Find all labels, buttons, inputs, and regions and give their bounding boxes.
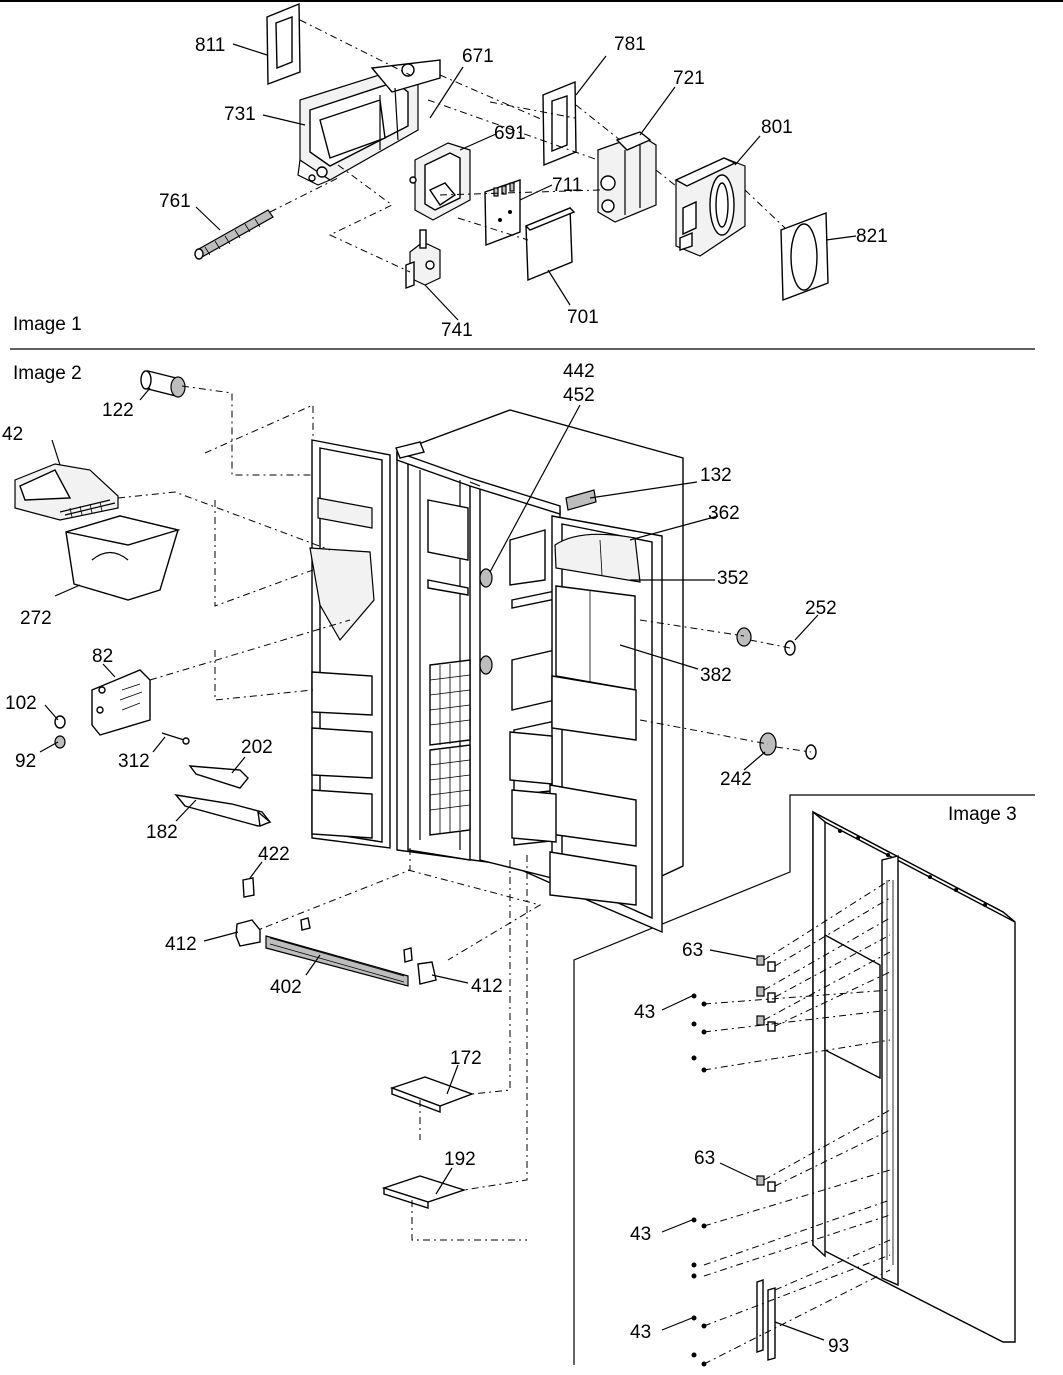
part-272-bucket	[65, 515, 181, 601]
image2-assembly	[14, 370, 817, 1241]
part-43-screws-upper	[691, 993, 707, 1073]
image3-assembly	[691, 810, 1016, 1367]
callout-741: 741	[441, 320, 473, 341]
part-781-gasket	[542, 80, 577, 167]
callout-352: 352	[717, 568, 749, 589]
callout-93: 93	[828, 1336, 849, 1357]
callout-691: 691	[494, 123, 526, 144]
refrigerator-cabinet	[309, 409, 817, 934]
callout-801: 801	[761, 117, 793, 138]
callout-731: 731	[224, 104, 256, 125]
part-102-92-fasteners	[54, 715, 66, 749]
callout-63-upper: 63	[682, 940, 703, 961]
callout-182: 182	[146, 822, 178, 843]
callout-192: 192	[444, 1149, 476, 1170]
callout-172: 172	[450, 1048, 482, 1069]
callout-102: 102	[5, 693, 37, 714]
callout-43-upper: 43	[634, 1002, 655, 1023]
callout-92: 92	[15, 751, 36, 772]
part-93-brackets	[756, 1279, 776, 1361]
image3-leaders	[661, 949, 825, 1341]
callout-811: 811	[195, 35, 225, 56]
part-63-clip-lower	[756, 1175, 776, 1192]
part-821-gasket	[780, 211, 829, 302]
part-192-tray	[381, 1175, 467, 1209]
callout-721: 721	[673, 68, 705, 89]
part-63-clips-upper	[756, 955, 776, 1032]
part-741-actuator	[405, 229, 441, 290]
part-43-screws-lower	[691, 1217, 707, 1367]
callout-122: 122	[102, 400, 134, 421]
image1-callouts: 811 671 781 721 731 691 801 761 711 821 …	[159, 34, 888, 341]
callout-43-lower: 43	[630, 1322, 651, 1343]
part-731-housing	[297, 59, 441, 186]
image2-callouts: 122 442 452 42 132 362 352 252 272 82 38…	[2, 361, 837, 1170]
part-422-cap	[242, 877, 255, 898]
image3-callouts: 63 43 63 43 43 93	[630, 940, 849, 1357]
part-182-bracket	[174, 794, 272, 827]
part-761-spring	[194, 209, 274, 260]
callout-412-left: 412	[165, 934, 197, 955]
callout-202: 202	[241, 737, 273, 758]
callout-761: 761	[159, 191, 191, 212]
callout-132: 132	[700, 465, 732, 486]
image1-label: Image 1	[13, 314, 82, 335]
image3-frame	[573, 794, 1035, 1365]
part-202-bracket	[188, 765, 249, 789]
callout-272: 272	[20, 608, 52, 629]
part-122-cap	[140, 370, 186, 398]
part-172-tray	[389, 1076, 475, 1114]
callout-382: 382	[700, 665, 732, 686]
part-801-bezel	[674, 157, 746, 257]
callout-452: 452	[563, 385, 595, 406]
image3-label: Image 3	[948, 804, 1017, 825]
callout-711: 711	[552, 175, 582, 196]
freezer-door-panel	[812, 810, 1016, 1343]
callout-402: 402	[270, 977, 302, 998]
callout-412-right: 412	[471, 976, 503, 997]
callout-42: 42	[2, 424, 23, 445]
part-42-icemaker	[14, 463, 119, 521]
callout-312: 312	[118, 751, 150, 772]
callout-442: 442	[563, 361, 595, 382]
callout-781: 781	[614, 34, 646, 55]
part-701-plate	[524, 206, 576, 282]
image2-leaders	[39, 387, 819, 1195]
callout-422: 422	[258, 844, 290, 865]
callout-252: 252	[805, 598, 837, 619]
part-82-bracket	[91, 669, 151, 736]
callout-242: 242	[720, 769, 752, 790]
image1-assembly	[194, 2, 829, 302]
callout-701: 701	[567, 307, 599, 328]
image1-leaders	[195, 43, 857, 321]
part-402-grille	[235, 917, 437, 987]
part-711-board	[484, 179, 521, 247]
part-312-screw	[161, 732, 190, 745]
callout-821: 821	[856, 226, 888, 247]
callout-43-middle: 43	[630, 1224, 651, 1245]
part-811-gasket	[266, 2, 301, 86]
callout-82: 82	[92, 646, 113, 667]
part-691-module	[409, 142, 471, 221]
callout-63-lower: 63	[694, 1148, 715, 1169]
image2-label: Image 2	[13, 363, 82, 384]
part-721-valve	[597, 131, 657, 223]
callout-671: 671	[462, 46, 494, 67]
callout-362: 362	[708, 503, 740, 524]
